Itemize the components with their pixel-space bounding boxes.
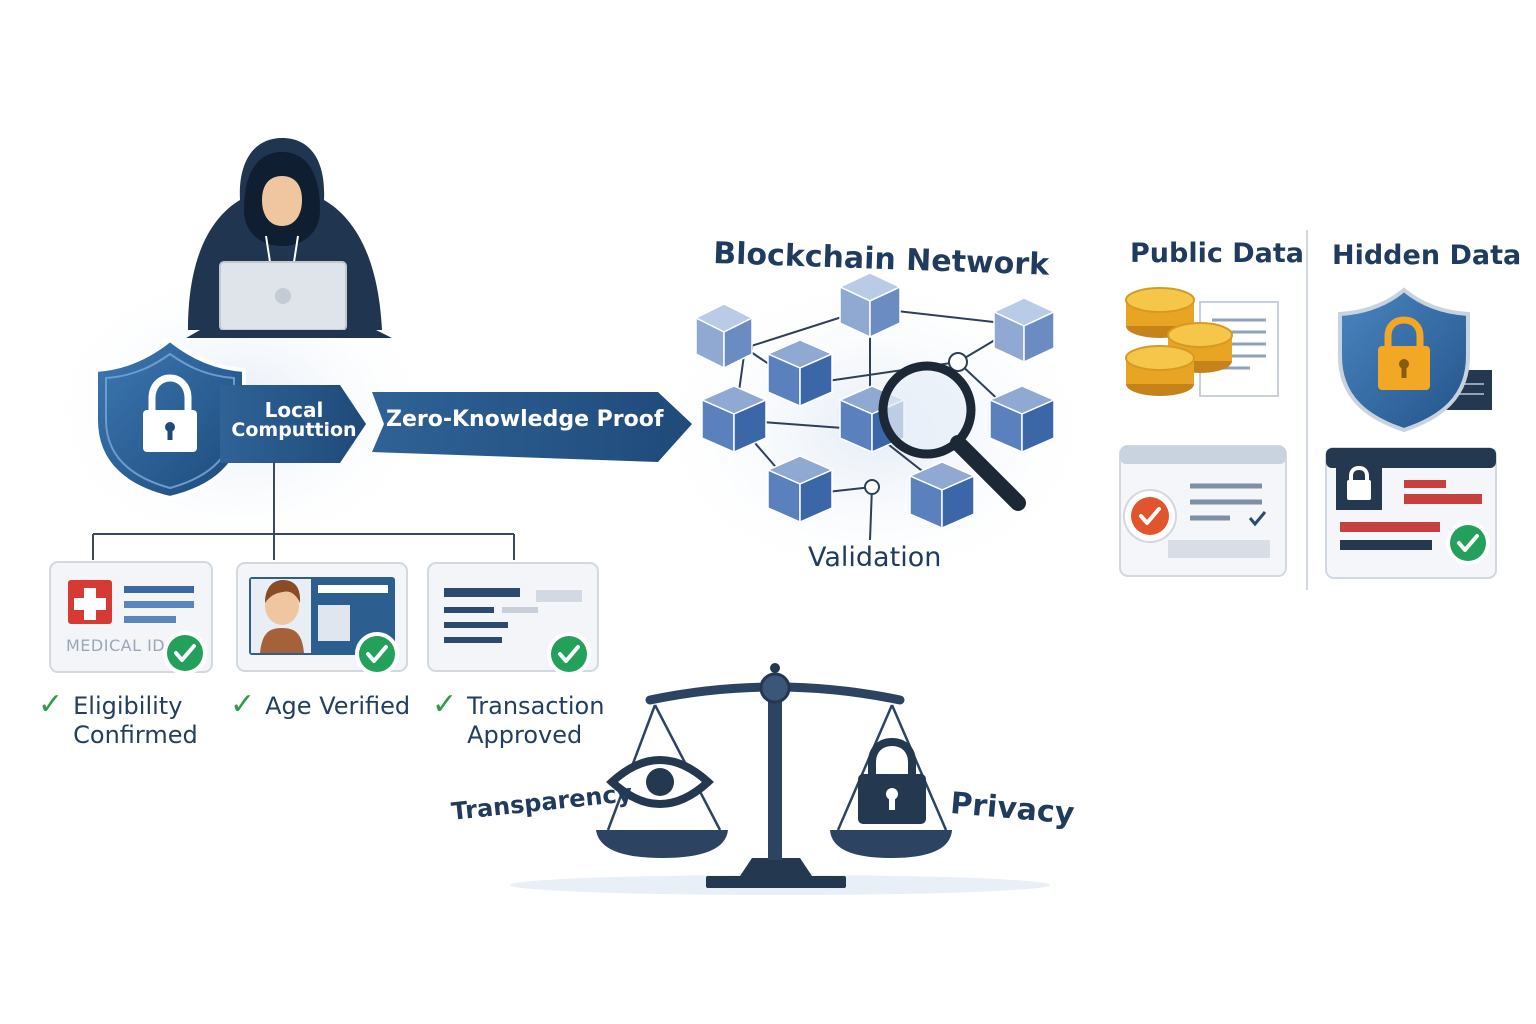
check-badge-icon bbox=[167, 635, 203, 671]
result-line1: Age Verified bbox=[265, 692, 411, 720]
medical-id-text: MEDICAL ID bbox=[66, 636, 166, 655]
public-data-title: Public Data bbox=[1130, 238, 1305, 269]
zkp-label: Zero-Knowledge Proof bbox=[386, 407, 664, 432]
right-pan bbox=[830, 830, 952, 858]
local-label-line1: Local bbox=[264, 398, 324, 422]
check-badge-icon bbox=[359, 636, 395, 672]
validation-label: Validation bbox=[808, 542, 942, 573]
small-lock-icon bbox=[1347, 465, 1371, 500]
panel-divider bbox=[1306, 230, 1308, 590]
age-id-card bbox=[236, 562, 408, 676]
gold-lock-icon bbox=[1378, 316, 1430, 390]
photo-placeholder-icon bbox=[318, 605, 350, 641]
result-line1: Eligibility bbox=[73, 692, 183, 720]
left-pan bbox=[596, 830, 728, 858]
result-line2: Approved bbox=[467, 721, 583, 749]
check-badge-icon bbox=[551, 636, 587, 672]
public-data-graphics bbox=[1119, 287, 1287, 577]
magnifier-icon bbox=[878, 361, 1026, 511]
balance-scale-icon bbox=[596, 663, 952, 888]
hooded-user-icon bbox=[186, 138, 392, 338]
local-computation-label: Local Computtion bbox=[226, 400, 362, 441]
hidden-record-card bbox=[1325, 447, 1497, 579]
lock-icon bbox=[143, 374, 197, 452]
coin-stack-icon bbox=[1125, 287, 1233, 396]
result-transaction: ✓ Transaction Approved bbox=[432, 687, 605, 750]
eye-icon bbox=[606, 756, 714, 808]
green-check-icon: ✓ bbox=[230, 687, 256, 722]
medical-cross-icon bbox=[74, 588, 106, 620]
orange-check-icon bbox=[1131, 497, 1169, 535]
connector-tree bbox=[92, 463, 515, 560]
privacy-lock-icon bbox=[858, 737, 926, 824]
green-check-icon: ✓ bbox=[432, 687, 458, 722]
medical-id-card bbox=[49, 561, 213, 675]
hidden-data-graphics bbox=[1325, 287, 1497, 579]
check-badge-icon bbox=[1450, 525, 1486, 561]
result-line1: Transaction bbox=[467, 692, 605, 720]
zkp-arrow bbox=[372, 392, 692, 462]
security-shield-icon bbox=[94, 337, 246, 501]
hidden-data-title: Hidden Data bbox=[1332, 240, 1522, 271]
result-eligibility: ✓ Eligibility Confirmed bbox=[38, 687, 198, 750]
local-computation-arrow bbox=[220, 385, 366, 463]
apple-logo-icon bbox=[275, 288, 291, 304]
result-line2: Confirmed bbox=[73, 721, 198, 749]
blockchain-network bbox=[694, 272, 1056, 541]
local-label-line2: Computtion bbox=[231, 419, 357, 441]
transaction-card bbox=[427, 562, 599, 676]
green-check-icon: ✓ bbox=[38, 687, 64, 722]
result-age: ✓ Age Verified bbox=[230, 687, 411, 722]
public-record-card bbox=[1119, 445, 1287, 577]
person-avatar-icon bbox=[260, 580, 304, 653]
